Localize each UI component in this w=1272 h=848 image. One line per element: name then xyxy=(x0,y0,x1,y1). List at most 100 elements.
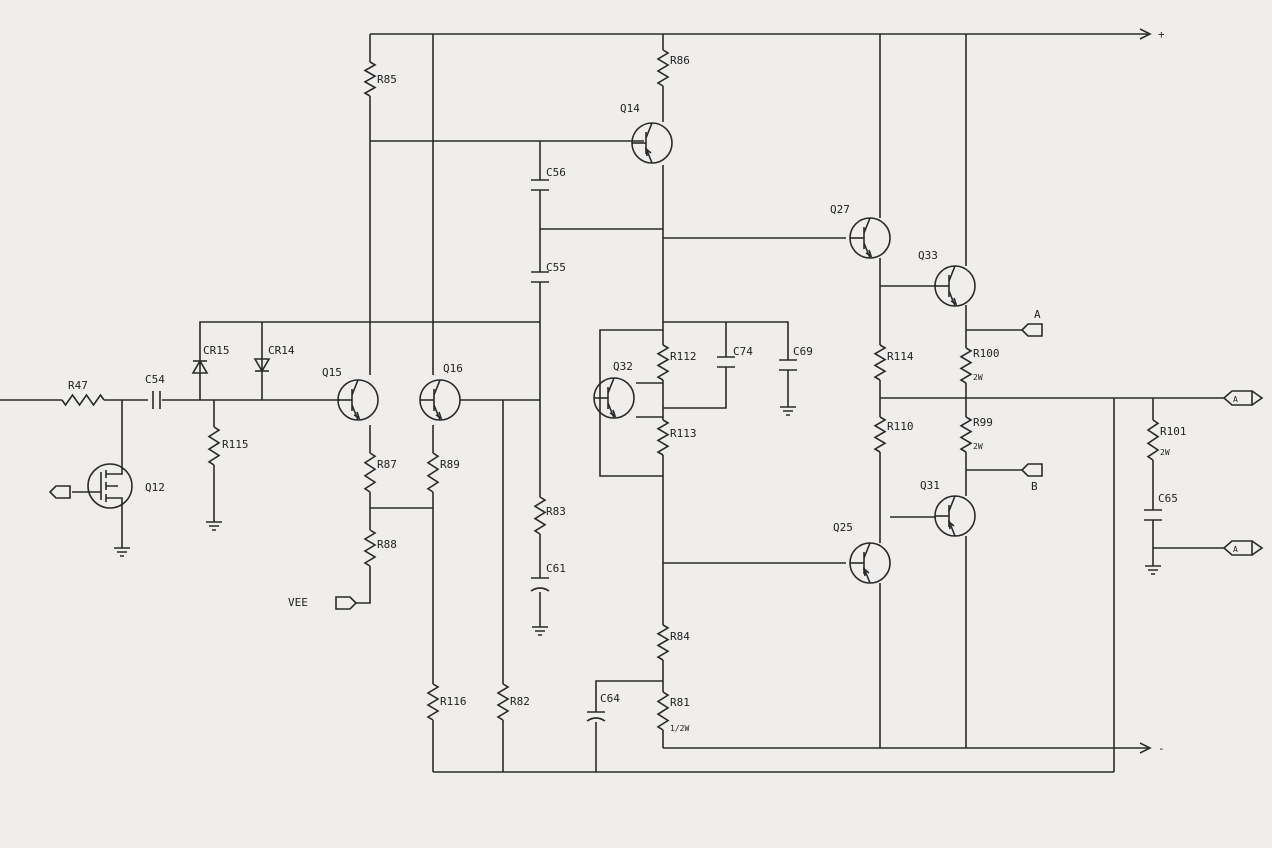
r99-resistor xyxy=(959,416,973,453)
cr14-label: CR14 xyxy=(268,344,295,357)
q31-label: Q31 xyxy=(920,479,940,492)
r87-resistor xyxy=(363,452,377,493)
output-port-a-label: A xyxy=(1233,395,1238,404)
c56-label: C56 xyxy=(546,166,566,179)
c69-capacitor xyxy=(779,359,797,371)
c55-label: C55 xyxy=(546,261,566,274)
q27-label: Q27 xyxy=(830,203,850,216)
c65-capacitor xyxy=(1144,509,1162,521)
r83-label: R83 xyxy=(546,505,566,518)
r100-label: R100 xyxy=(973,347,1000,360)
r101-resistor xyxy=(1146,419,1160,461)
c69-label: C69 xyxy=(793,345,813,358)
r113-label: R113 xyxy=(670,427,697,440)
r101-label: R101 xyxy=(1160,425,1187,438)
plus-rail-label: + xyxy=(1158,28,1165,41)
r83-resistor xyxy=(533,496,547,535)
q32-transistor xyxy=(593,377,635,419)
minus-rail-label: - xyxy=(1158,742,1165,755)
r100-resistor xyxy=(959,347,973,384)
r86-label: R86 xyxy=(670,54,690,67)
r113-resistor xyxy=(656,419,670,456)
r47-label: R47 xyxy=(68,379,88,392)
q12-mosfet xyxy=(72,462,133,548)
q12-ground-icon xyxy=(114,547,130,557)
r115-ground-icon xyxy=(206,521,222,531)
r87-label: R87 xyxy=(377,458,397,471)
c54-label: C54 xyxy=(145,373,165,386)
r115-label: R115 xyxy=(222,438,249,451)
net-b-label: B xyxy=(1031,480,1038,493)
vee-label: VEE xyxy=(288,596,308,609)
r110-resistor xyxy=(873,416,887,453)
r99-label: R99 xyxy=(973,416,993,429)
r86-resistor xyxy=(656,49,670,87)
r82-resistor xyxy=(496,683,510,721)
r82-label: R82 xyxy=(510,695,530,708)
r110-label: R110 xyxy=(887,420,914,433)
output-port-b xyxy=(1222,540,1264,556)
q12-label: Q12 xyxy=(145,481,165,494)
r85-resistor xyxy=(363,61,377,97)
q27-transistor xyxy=(849,217,891,259)
c56-capacitor xyxy=(531,179,549,191)
q33-label: Q33 xyxy=(918,249,938,262)
net-a-label: A xyxy=(1034,308,1041,321)
r114-label: R114 xyxy=(887,350,914,363)
q25-transistor xyxy=(849,542,891,584)
c61-capacitor xyxy=(530,577,550,592)
r112-label: R112 xyxy=(670,350,697,363)
q14-label: Q14 xyxy=(620,102,640,115)
q16-label: Q16 xyxy=(443,362,463,375)
q15-transistor xyxy=(337,379,379,421)
r81-label: R81 xyxy=(670,696,690,709)
q14-transistor xyxy=(631,122,673,164)
r89-label: R89 xyxy=(440,458,460,471)
output-port-b-label: A xyxy=(1233,545,1238,554)
r89-resistor xyxy=(426,452,440,493)
minus-rail-arrow xyxy=(1139,742,1152,754)
r116-resistor xyxy=(426,683,440,721)
q12-gate-port xyxy=(48,485,71,499)
r84-label: R84 xyxy=(670,630,690,643)
q33-transistor xyxy=(934,265,976,307)
labels: R47 C54 CR15 CR14 R115 Q12 VEE R85 Q15 R… xyxy=(68,54,1238,733)
cr15-label: CR15 xyxy=(203,344,230,357)
r47-resistor xyxy=(61,393,105,407)
q16-transistor xyxy=(419,379,461,421)
r88-label: R88 xyxy=(377,538,397,551)
output-port-a xyxy=(1222,390,1264,406)
c65-ground-icon xyxy=(1145,565,1161,575)
c74-label: C74 xyxy=(733,345,753,358)
c69-ground-icon xyxy=(780,406,796,416)
q15-label: Q15 xyxy=(322,366,342,379)
r114-resistor xyxy=(873,344,887,381)
plus-rail-arrow xyxy=(1139,28,1152,40)
r100-value: 2W xyxy=(973,373,983,382)
r112-resistor xyxy=(656,344,670,381)
r84-resistor xyxy=(656,624,670,661)
q25-label: Q25 xyxy=(833,521,853,534)
cr14-diode xyxy=(253,358,271,373)
r101-value: 2W xyxy=(1160,448,1170,457)
components xyxy=(48,49,1264,731)
r85-label: R85 xyxy=(377,73,397,86)
wires xyxy=(0,33,1224,773)
q32-label: Q32 xyxy=(613,360,633,373)
c54-capacitor xyxy=(152,391,161,409)
net-b-port xyxy=(1020,463,1043,477)
c64-label: C64 xyxy=(600,692,620,705)
c61-ground-icon xyxy=(532,626,548,636)
c55-capacitor xyxy=(531,271,549,283)
c65-label: C65 xyxy=(1158,492,1178,505)
r99-value: 2W xyxy=(973,442,983,451)
r115-resistor xyxy=(207,426,221,466)
c64-capacitor xyxy=(586,711,606,722)
r81-resistor xyxy=(656,691,670,731)
q31-transistor xyxy=(934,495,976,537)
cr15-diode xyxy=(191,359,209,374)
c61-label: C61 xyxy=(546,562,566,575)
vee-port xyxy=(335,596,358,610)
